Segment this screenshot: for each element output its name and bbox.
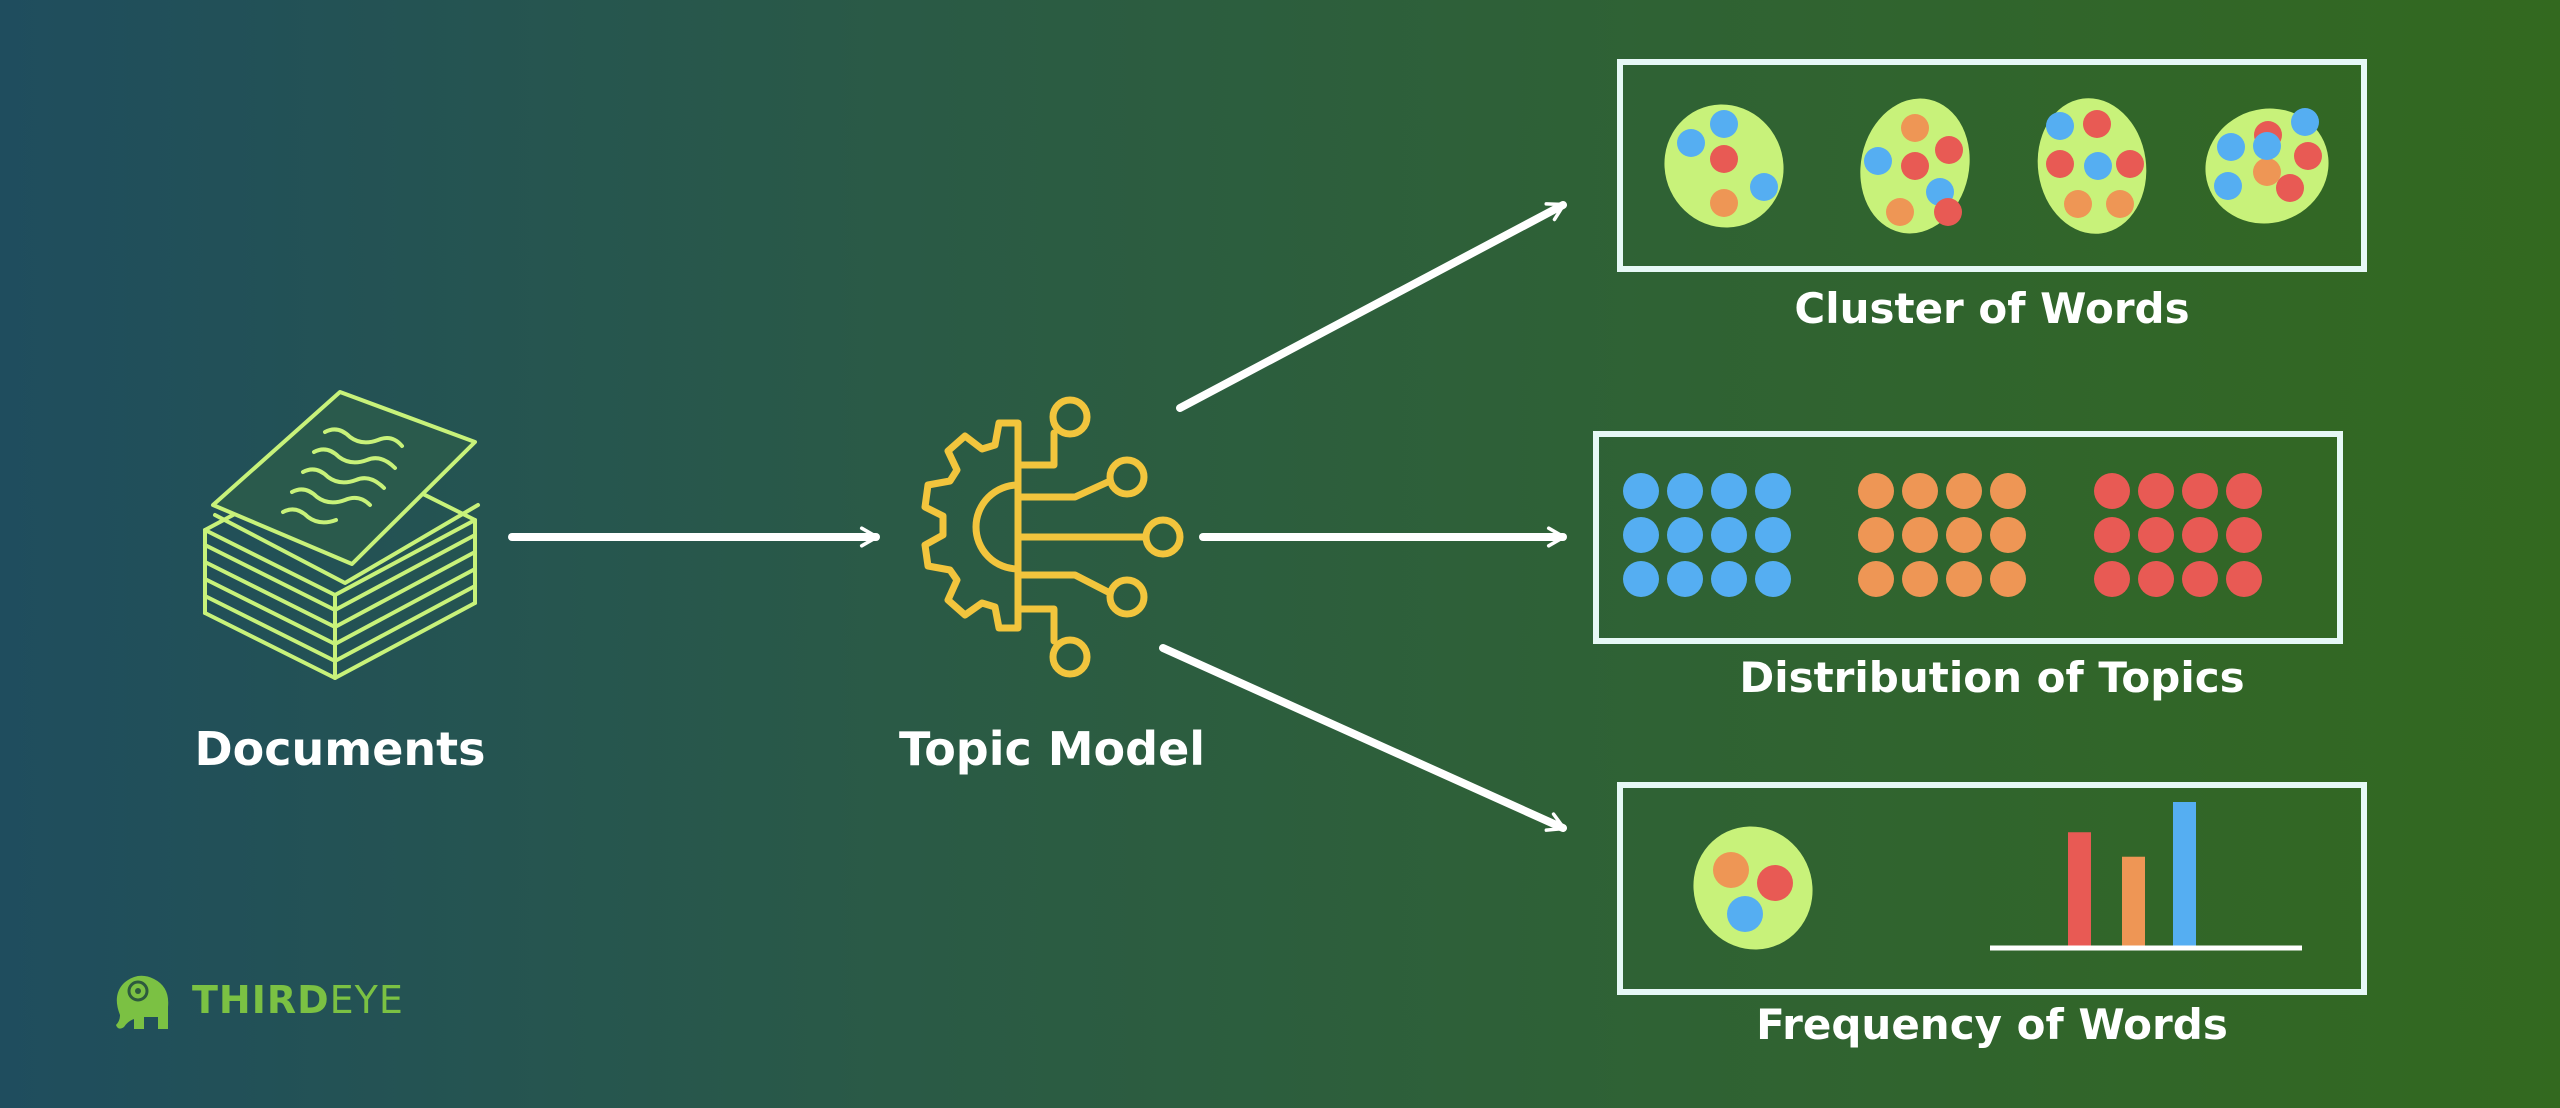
thirdeye-logo: THIRDEYE [108,960,404,1040]
word-dot [2084,152,2112,180]
word-dot [1710,110,1738,138]
topic-dot [1858,561,1894,597]
topic-dot [1902,517,1938,553]
frequency-of-words-label: Frequency of Words [1756,1000,2228,1049]
word-dot [2294,142,2322,170]
word-dot [1934,198,1962,226]
frequency-bar [2173,802,2196,946]
cluster-of-words-label: Cluster of Words [1794,284,2190,333]
topic-dot [1711,473,1747,509]
topic-dot [1990,473,2026,509]
topic-dot [2138,473,2174,509]
word-dot [1710,189,1738,217]
word-dot [1757,865,1793,901]
word-dot [2253,132,2281,160]
word-cluster [2205,108,2329,224]
frequency-bar [2122,856,2145,946]
word-dot [2217,133,2245,161]
logo-text-light: EYE [329,978,404,1022]
topic-dot [2138,561,2174,597]
word-cluster [1664,104,1784,228]
word-dot [2291,108,2319,136]
topic-group [1858,473,2026,597]
topic-dot [2138,517,2174,553]
distribution-box [1593,431,2343,644]
logo-text-bold: THIRD [192,978,330,1022]
word-dot [1935,136,1963,164]
word-dot [1713,852,1749,888]
frequency-box [1617,782,2367,995]
word-dot [1727,896,1763,932]
topic-group [1623,473,1791,597]
topic-dot [2226,517,2262,553]
topic-dot [1755,473,1791,509]
word-dot [1864,147,1892,175]
topic-dot [1990,561,2026,597]
topic-dot [2094,517,2130,553]
word-dot [2116,150,2144,178]
topic-dot [1623,517,1659,553]
word-dot [1901,114,1929,142]
topic-dot [1902,473,1938,509]
word-dot [2046,150,2074,178]
topic-dot [1755,561,1791,597]
elephant-logo-icon [116,975,169,1029]
cluster-blobs [1664,98,2329,234]
distribution-of-topics-label: Distribution of Topics [1739,653,2245,702]
topic-dot [2182,561,2218,597]
word-dot [2253,158,2281,186]
word-dot [2106,190,2134,218]
word-dot [1901,152,1929,180]
word-dot [1886,198,1914,226]
topic-dot [2094,473,2130,509]
topic-group [2094,473,2262,597]
frequency-blob [1693,826,1813,950]
topic-dot [1946,473,1982,509]
topic-dot [1667,473,1703,509]
word-cluster [2037,98,2147,234]
topic-dot [1667,561,1703,597]
word-dot [1677,129,1705,157]
word-dot [2083,110,2111,138]
word-dot [2214,172,2242,200]
topic-dot [1667,517,1703,553]
word-dot [2046,112,2074,140]
topic-dot [1990,517,2026,553]
topic-dot [1946,561,1982,597]
distribution-grids [1623,473,2262,597]
topic-dot [2182,473,2218,509]
word-cluster [1860,98,1970,234]
topic-dot [2226,561,2262,597]
topic-dot [2182,517,2218,553]
word-dot [1750,173,1778,201]
word-dot [1710,145,1738,173]
topic-dot [2094,561,2130,597]
topic-dot [1946,517,1982,553]
topic-dot [1711,561,1747,597]
documents-label: Documents [194,722,486,776]
topic-dot [1858,473,1894,509]
cluster-box [1617,59,2367,272]
word-dot [2064,190,2092,218]
paper-stack-icon [203,390,480,680]
topic-dot [1623,561,1659,597]
topic-dot [1711,517,1747,553]
topic-dot [1755,517,1791,553]
topic-dot [2226,473,2262,509]
frequency-content [1693,802,2196,950]
frequency-bar [2068,832,2091,946]
word-dot [2276,174,2304,202]
topic-dot [1858,517,1894,553]
gear-circuit-icon [921,396,1184,678]
arrow-model-to-frequency [1159,644,1567,832]
topic-dot [1623,473,1659,509]
topic-dot [1902,561,1938,597]
topic-model-label: Topic Model [898,722,1206,776]
arrow-model-to-cluster [1176,201,1567,412]
